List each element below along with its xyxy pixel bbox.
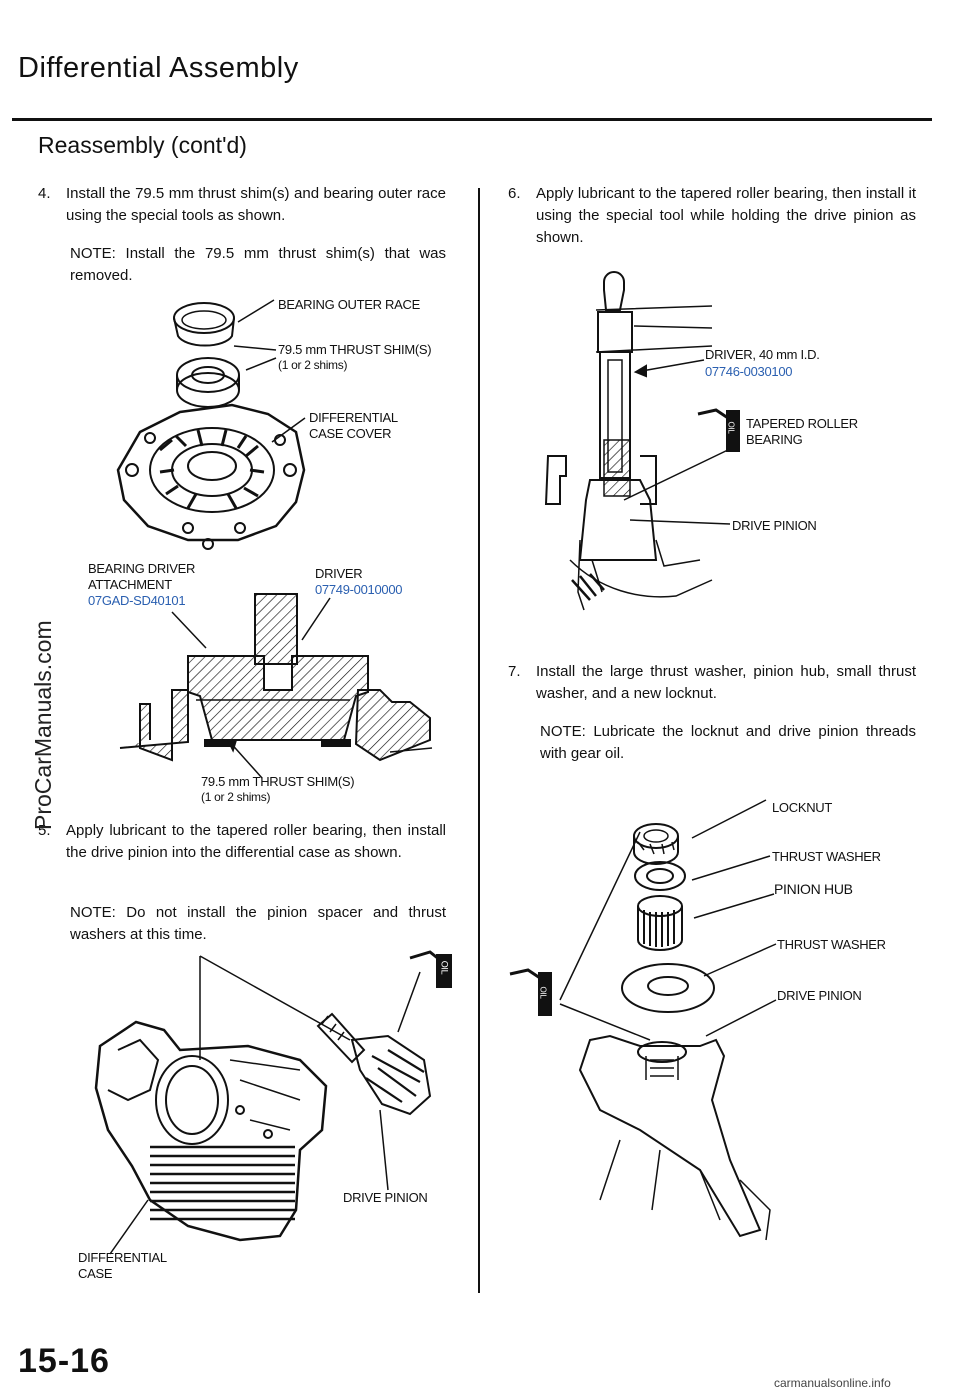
label-drive-pinion-bottom: DRIVE PINION: [777, 988, 862, 1003]
label-shims-qty: (1 or 2 shims): [278, 358, 348, 372]
label-oil-2: OIL: [726, 421, 736, 434]
label-bearing-driver-2: ATTACHMENT: [88, 577, 172, 592]
drive-pinion-drawing: [316, 1012, 432, 1116]
page-subtitle: Reassembly (cont'd): [38, 132, 247, 158]
label-oil-3: OIL: [538, 986, 548, 999]
footer-source: carmanualsonline.info: [774, 1376, 891, 1390]
pinion-hub-drawing: [637, 895, 683, 951]
step-text: Install the large thrust washer, pinion …: [536, 663, 916, 702]
step-4-note: NOTE: Install the 79.5 mm thrust shim(s)…: [70, 245, 446, 284]
thrust-shim-drawing: [176, 357, 240, 408]
label-pinion-hub: PINION HUB: [774, 881, 853, 897]
thrust-washer-large-drawing: [621, 963, 715, 1013]
step-4: 4. Install the 79.5 mm thrust shim(s) an…: [38, 183, 446, 227]
label-tapered-roller-2: BEARING: [746, 432, 803, 447]
step-number: 5.: [38, 822, 51, 839]
label-diff-case-cover-2: CASE COVER: [309, 426, 392, 441]
label-drive-pinion-top: DRIVE PINION: [732, 518, 817, 533]
oil-can-icon: [697, 408, 740, 452]
label-bearing-driver-1: BEARING DRIVER: [88, 561, 196, 576]
step-6: 6. Apply lubricant to the tapered roller…: [508, 183, 916, 249]
label-driver-pn: 07749-0010000: [315, 582, 403, 597]
label-thrust-shim-lower: 79.5 mm THRUST SHIM(S): [201, 774, 355, 789]
label-thrust-washer-1: THRUST WASHER: [772, 849, 881, 864]
step-number: 6.: [508, 185, 521, 202]
label-thrust-shim: 79.5 mm THRUST SHIM(S): [278, 342, 432, 357]
label-oil: OIL: [439, 960, 450, 975]
step-5-note: NOTE: Do not install the pinion spacer a…: [70, 904, 446, 943]
label-driver: DRIVER: [315, 566, 363, 581]
label-bearing-driver-pn: 07GAD-SD40101: [88, 593, 186, 608]
label-diff-case-2: CASE: [78, 1266, 113, 1281]
watermark: ProCarManuals.com: [30, 620, 56, 830]
oil-can-icon: [409, 950, 452, 988]
label-locknut: LOCKNUT: [772, 800, 833, 815]
step-number: 7.: [508, 663, 521, 680]
label-diff-case-1: DIFFERENTIAL: [78, 1250, 167, 1265]
step-number: 4.: [38, 185, 51, 202]
step-7-note: NOTE: Lubricate the locknut and drive pi…: [540, 723, 916, 762]
step-7: 7. Install the large thrust washer, pini…: [508, 661, 916, 705]
differential-case-drawing: [94, 1020, 328, 1242]
label-bearing-outer-race: BEARING OUTER RACE: [278, 297, 420, 312]
step-text: Apply lubricant to the tapered roller be…: [66, 822, 446, 861]
driver-tool-drawing: [544, 271, 713, 611]
label-thrust-washer-2: THRUST WASHER: [777, 937, 886, 952]
title-rule: [12, 118, 932, 121]
label-drive-pinion-left: DRIVE PINION: [343, 1190, 428, 1205]
diff-case-cover-drawing: [116, 403, 306, 550]
pinion-in-case-drawing: [578, 1034, 771, 1241]
step-text: Apply lubricant to the tapered roller be…: [536, 185, 916, 246]
label-tapered-roller-1: TAPERED ROLLER: [746, 416, 858, 431]
column-divider: [478, 188, 480, 1293]
oil-can-icon: [509, 968, 552, 1016]
step-5: 5. Apply lubricant to the tapered roller…: [38, 820, 446, 864]
label-driver-40: DRIVER, 40 mm I.D.: [705, 347, 820, 362]
bearing-driver-section: [119, 593, 433, 762]
page-number: 15-16: [18, 1342, 110, 1380]
label-diff-case-cover-1: DIFFERENTIAL: [309, 410, 398, 425]
label-shims-qty-lower: (1 or 2 shims): [201, 790, 271, 804]
step-text: Install the 79.5 mm thrust shim(s) and b…: [66, 185, 446, 224]
bearing-outer-race-drawing: [173, 302, 235, 347]
page-title: Differential Assembly: [18, 52, 299, 84]
locknut-drawing: [633, 823, 679, 865]
thrust-washer-small-drawing: [634, 861, 686, 891]
label-driver-40-pn: 07746-0030100: [705, 364, 793, 379]
